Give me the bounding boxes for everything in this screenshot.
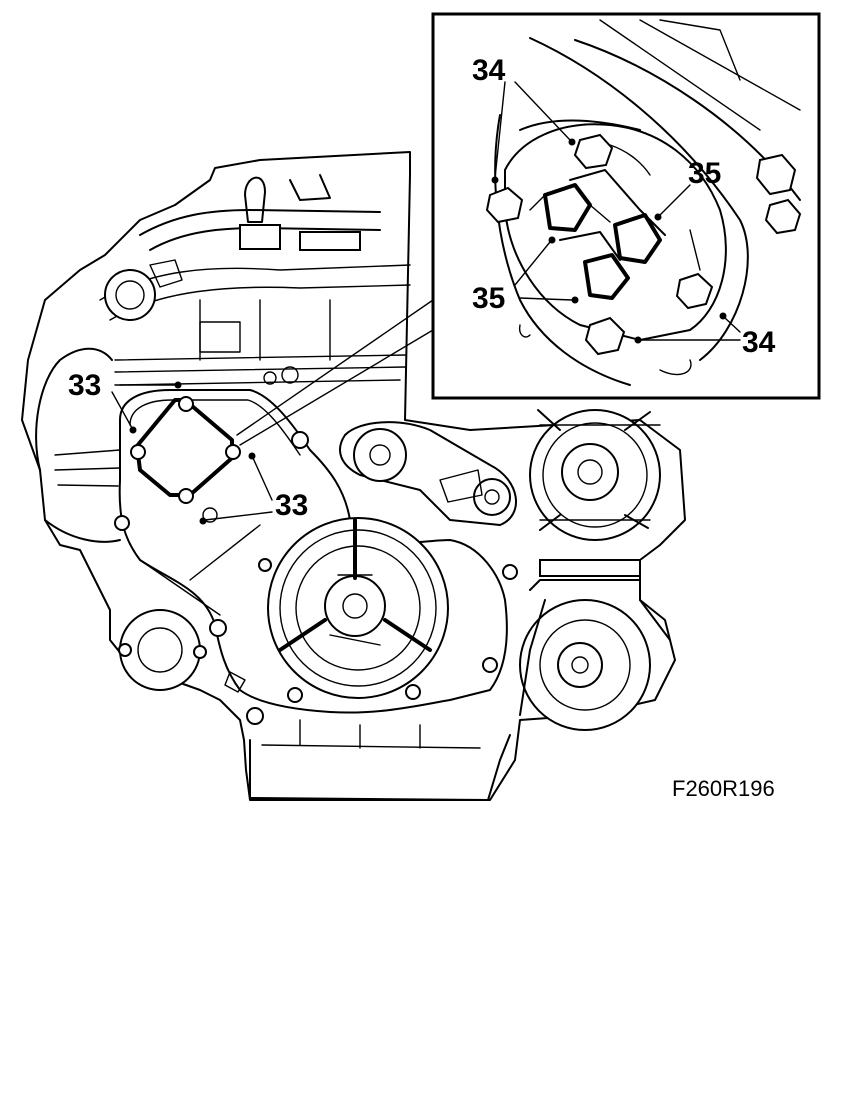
inset-pointer [236, 299, 434, 446]
callout-35-left: 35 [472, 282, 505, 315]
callout-33-upper: 33 [68, 369, 101, 402]
callout-35-right: 35 [688, 157, 721, 190]
inset-tool-sockets [529, 169, 666, 300]
engine-drawing [21, 151, 686, 801]
pump-cover [130, 396, 241, 523]
inset-bolt [485, 133, 802, 356]
inset-drawing [485, 19, 802, 386]
detail-inset [431, 12, 821, 400]
figure-code: F260R196 [672, 776, 775, 801]
callout-34-bottom: 34 [742, 326, 776, 359]
leader-lines [111, 81, 741, 525]
callout-33-lower: 33 [275, 489, 308, 522]
crankshaft-pulley [267, 517, 449, 699]
callout-34-top: 34 [472, 54, 506, 87]
